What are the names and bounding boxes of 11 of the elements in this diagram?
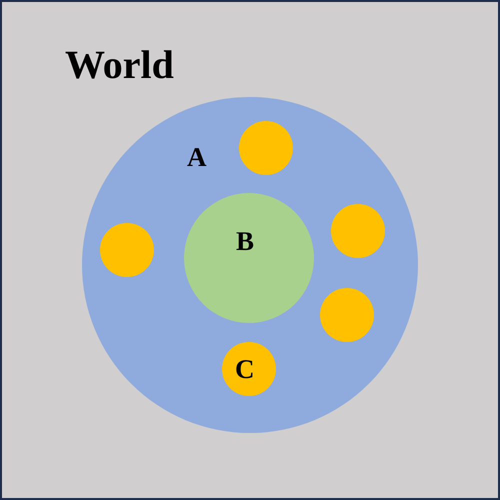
dot-circle (239, 121, 293, 175)
region-circle (184, 193, 314, 323)
dot-circle (100, 223, 154, 277)
dot-circle (222, 342, 276, 396)
region-label: B (236, 228, 254, 255)
heading: World (65, 45, 174, 85)
region-circle (82, 97, 418, 433)
dot-circle (320, 288, 374, 342)
region-label: A (187, 144, 206, 171)
dot-circle (331, 204, 385, 258)
region-label: C (235, 356, 254, 383)
